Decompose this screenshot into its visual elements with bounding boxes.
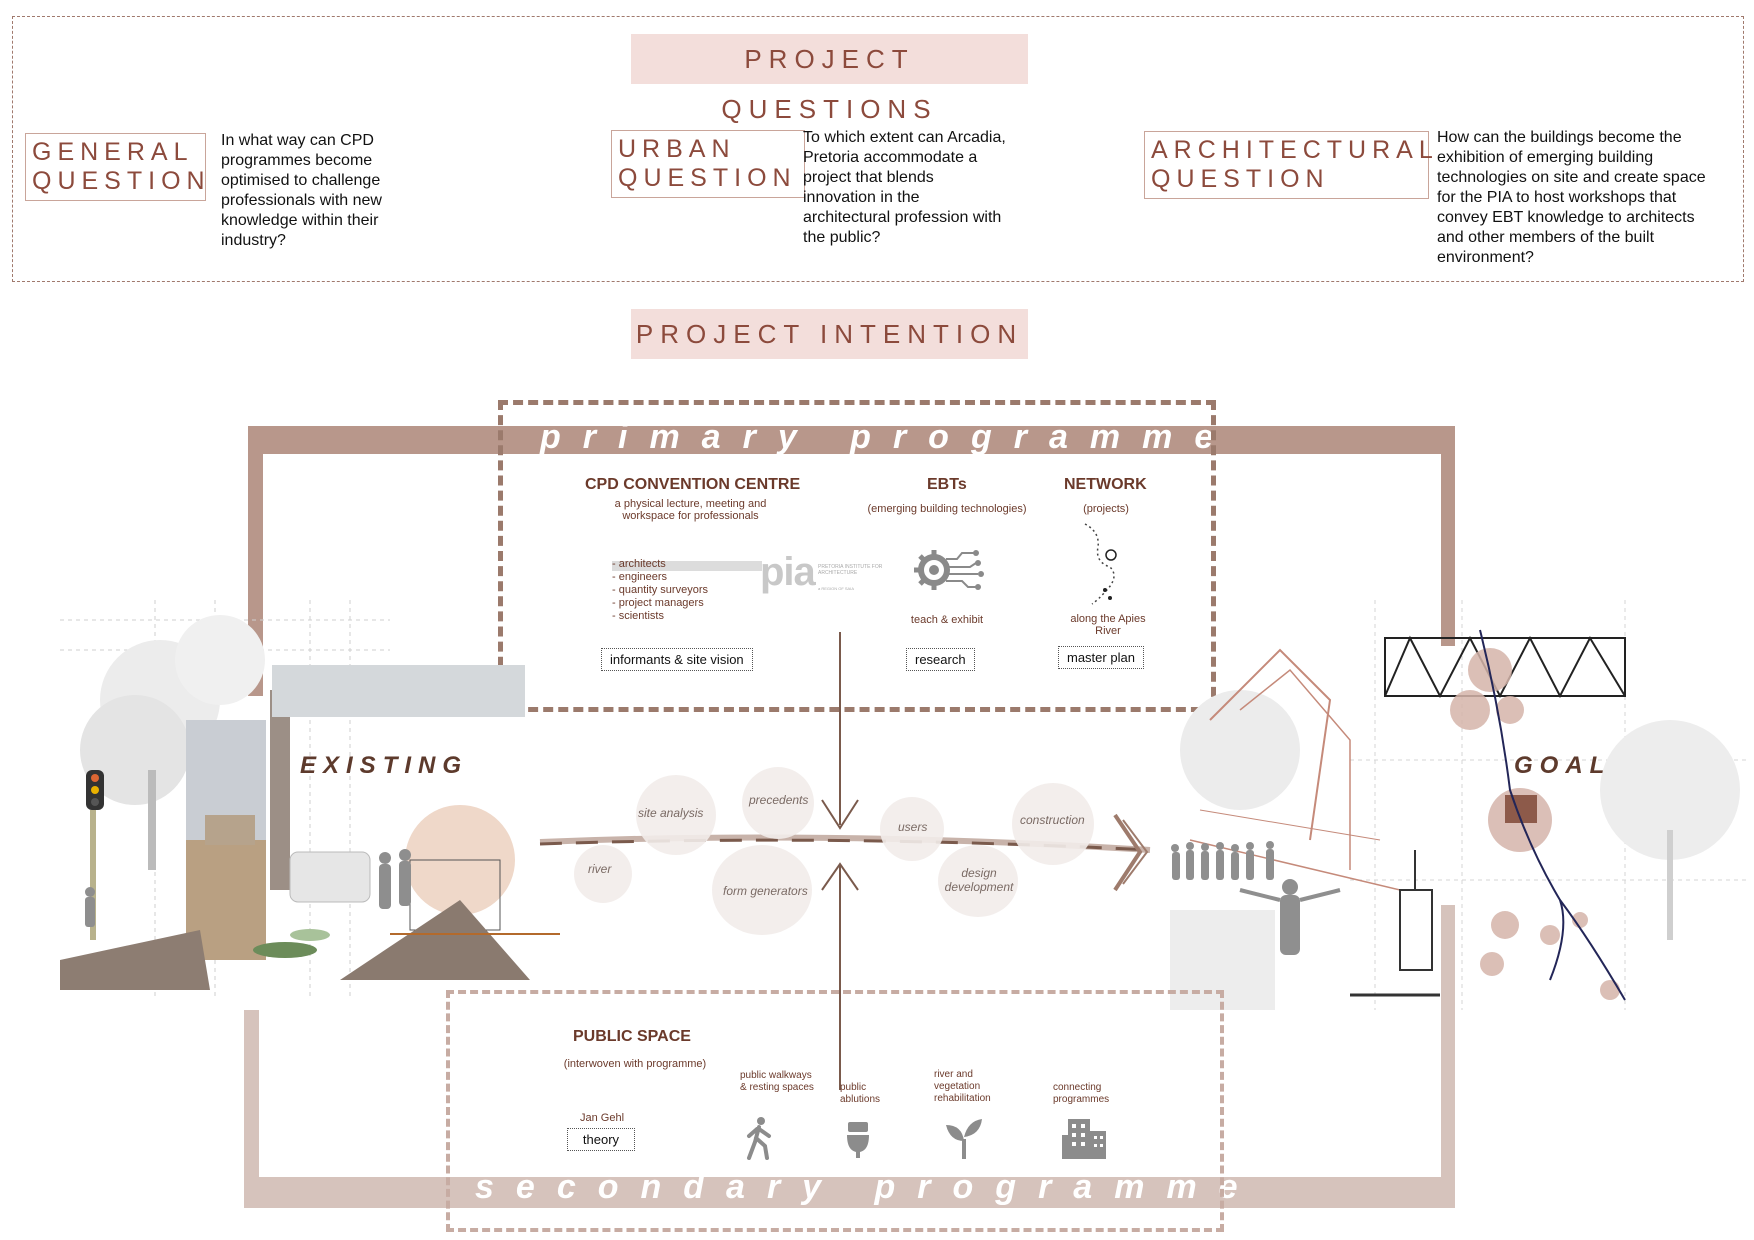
urban-question-label: URBAN QUESTION [611,130,805,198]
secondary-programme-label: secondary programme [475,1168,1260,1206]
pia-logo-small: PRETORIA INSTITUTE FOR ARCHITECTURE [818,564,883,576]
bubble-label-site-analysis: site analysis [638,806,704,820]
gear-circuit-icon [914,550,984,590]
questions-header: PROJECT QUESTIONS [631,34,1028,124]
connecting-caption: connecting programmes [1053,1082,1110,1105]
ebts-subtitle: (emerging building technologies) [867,503,1027,515]
public-space-title: PUBLIC SPACE [573,1028,691,1045]
ebts-title: EBTs [927,476,967,493]
toilet-icon [847,1122,869,1158]
river-network-icon [1084,523,1117,605]
walkways-caption: public walkways & resting spaces [740,1070,814,1093]
bubble-precedents [742,767,814,839]
goal-collage [1170,600,1750,1010]
buildings-icon [1062,1119,1106,1159]
network-title: NETWORK [1064,476,1147,493]
existing-collage [60,600,560,1000]
questions-panel [12,16,1744,282]
primary-programme-box [498,400,1216,712]
general-question-text: In what way can CPD programmes become op… [221,132,382,249]
bubble-form-generators [712,845,812,935]
bubble-users [880,797,944,861]
architectural-question-label: ARCHITECTURAL QUESTION [1144,131,1433,199]
profession-item: - architects [612,558,666,570]
pia-logo-text: pia [760,550,816,594]
bubble-label-river: river [588,862,612,876]
theory-pill: theory [567,1128,635,1151]
profession-item: - project managers [612,597,704,609]
informants-pill: informants & site vision [601,648,753,671]
public-space-subtitle: (interwoven with programme) [563,1058,707,1070]
intention-header: PROJECT INTENTION [631,309,1028,359]
general-question-label: GENERAL QUESTION [25,133,206,201]
research-pill: research [906,648,975,671]
architectural-question-text: How can the buildings become the exhibit… [1437,129,1706,266]
profession-item: - engineers [612,571,668,583]
walking-person-icon [747,1117,771,1160]
bubble-label-design-development: design development [944,866,1014,894]
rehabilitation-caption: river and vegetation rehabilitation [934,1069,991,1104]
cpd-title: CPD CONVENTION CENTRE [585,476,801,493]
cpd-professions-list: - architects - engineers - quantity surv… [612,558,708,623]
profession-item: - scientists [612,610,664,622]
existing-label: EXISTING [300,752,469,779]
profession-item: - quantity surveyors [612,584,708,596]
bubble-construction [1012,783,1094,865]
secondary-band-bottom [244,1177,1455,1208]
goal-label: GOAL [1514,752,1612,779]
sprout-icon [946,1119,982,1159]
primary-programme-label: primary programme [540,418,1236,456]
pia-logo-sub: a REGION OF SAIA [818,586,855,591]
cpd-subtitle: a physical lecture, meeting and workspac… [614,498,767,522]
bubble-design-development [938,845,1018,917]
secondary-band-right [1441,905,1455,1208]
bubble-label-construction: construction [1020,813,1085,827]
bubble-label-precedents: precedents [749,793,809,807]
bubble-river [574,845,632,903]
ebts-caption: teach & exhibit [910,614,984,626]
primary-band-right [1441,426,1455,646]
pia-logo: pia [760,550,816,595]
network-caption: along the Apies River [1070,613,1146,637]
ablutions-caption: public ablutions [840,1082,881,1105]
master-plan-pill: master plan [1058,646,1144,669]
bubble-label-users: users [898,820,928,834]
bubble-label-form-generators: form generators [723,884,808,898]
primary-band-top [248,426,1455,454]
secondary-band-left [244,1010,259,1208]
jan-gehl-caption: Jan Gehl [579,1112,625,1124]
secondary-programme-box [446,990,1224,1232]
bubble-site-analysis [636,775,716,855]
pia-logo-bar [612,561,762,571]
network-subtitle: (projects) [1083,503,1129,515]
urban-question-text: To which extent can Arcadia, Pretoria ac… [803,129,1006,246]
